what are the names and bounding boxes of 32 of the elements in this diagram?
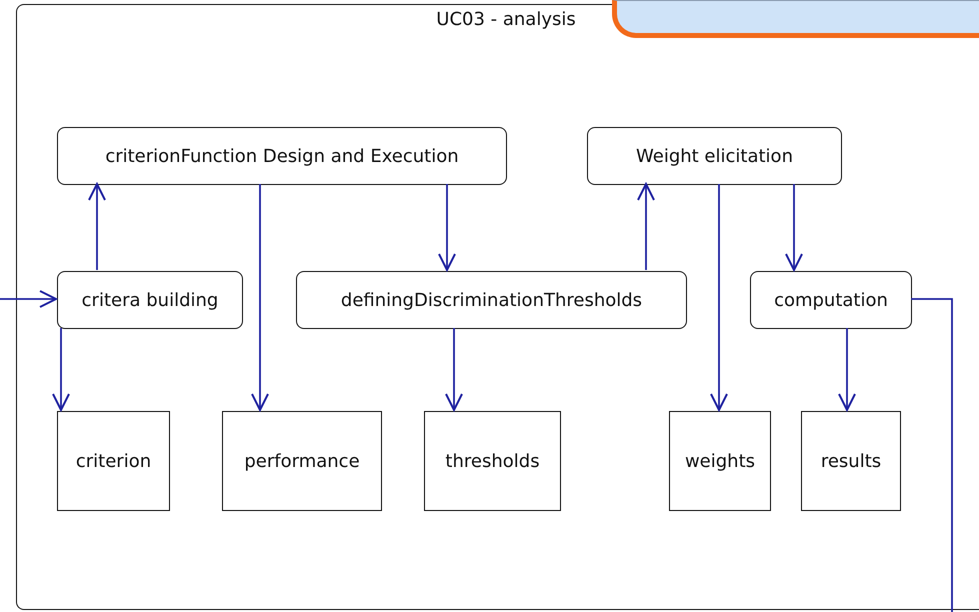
- data-box: [424, 411, 561, 511]
- arrow: [88, 183, 106, 270]
- process-box: [296, 271, 687, 329]
- box-label: computation: [774, 290, 888, 310]
- box-label: performance: [244, 450, 360, 472]
- arrow: [251, 184, 269, 411]
- arrow: [445, 328, 463, 411]
- data-box: [57, 411, 170, 511]
- arrow: [0, 290, 57, 308]
- process-box: [57, 271, 243, 329]
- box-label: criterionFunction Design and Execution: [105, 146, 459, 166]
- box-label: critera building: [82, 290, 218, 310]
- data-box: [222, 411, 382, 511]
- box-label: thresholds: [445, 450, 540, 472]
- frame-title: UC03 - analysis: [436, 9, 576, 30]
- box-label: weights: [684, 450, 756, 472]
- process-box: [750, 271, 912, 329]
- data-box: [801, 411, 901, 511]
- arrow: [637, 183, 655, 270]
- box-label: results: [820, 450, 882, 472]
- process-box: [57, 127, 507, 185]
- arrow: [710, 184, 728, 411]
- arrow: [52, 328, 70, 411]
- arrow: [785, 184, 803, 271]
- arrow: [438, 184, 456, 271]
- arrow: [838, 328, 856, 411]
- callout-box: [612, 0, 979, 38]
- data-box: [669, 411, 771, 511]
- box-label: definingDiscriminationThresholds: [340, 290, 642, 310]
- box-label: Weight elicitation: [636, 146, 793, 166]
- box-label: criterion: [76, 450, 152, 472]
- process-box: [587, 127, 842, 185]
